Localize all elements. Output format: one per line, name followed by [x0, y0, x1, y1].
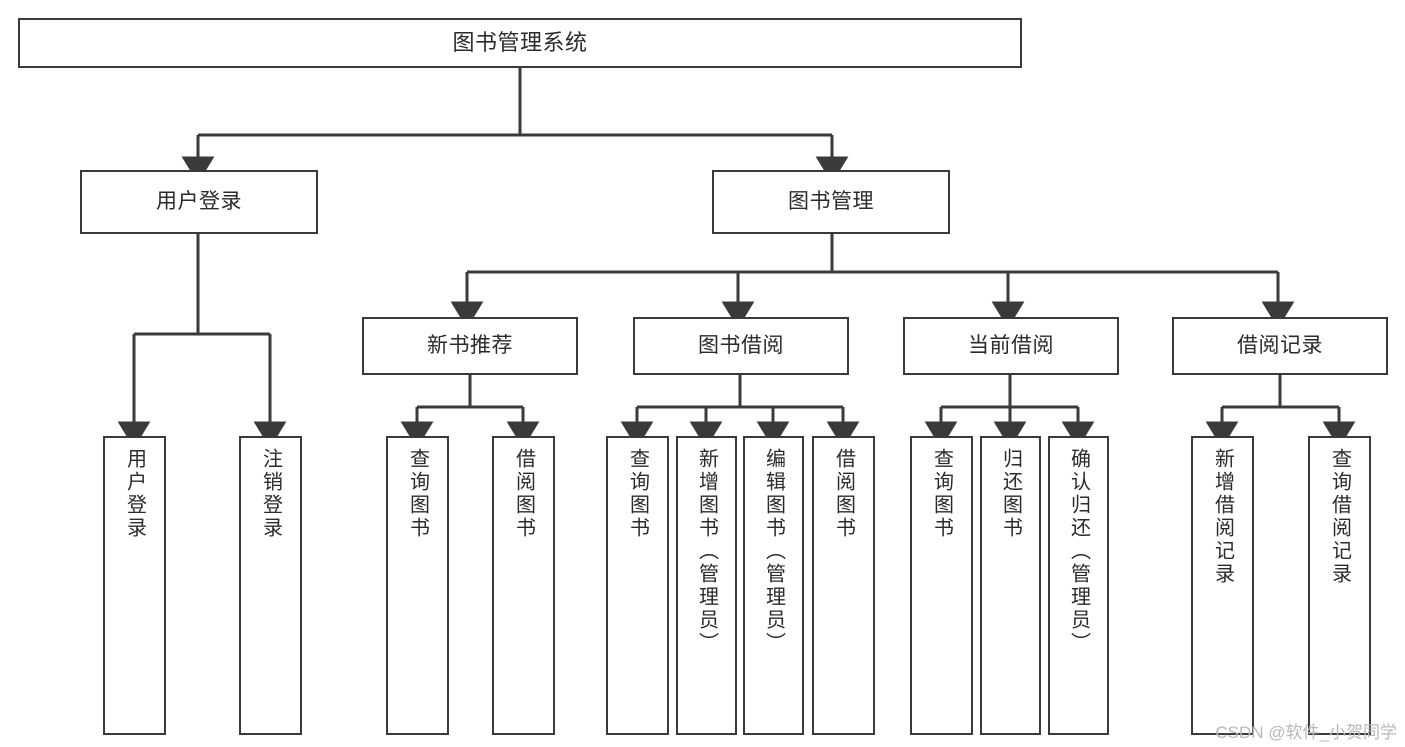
leaf-return-book[interactable]: 归还图书 — [980, 436, 1041, 735]
leaf-query-book-2[interactable]: 查询图书 — [606, 436, 669, 735]
node-root[interactable]: 图书管理系统 — [18, 18, 1022, 68]
node-borrow-record-label: 借阅记录 — [1237, 333, 1323, 357]
leaf-edit-book[interactable]: 编辑图书（管理员） — [743, 436, 804, 735]
leaf-user-login-label: 用户登录 — [123, 448, 146, 540]
leaf-query-book-1[interactable]: 查询图书 — [386, 436, 449, 735]
leaf-borrow-book-2[interactable]: 借阅图书 — [812, 436, 875, 735]
leaf-borrow-book-1[interactable]: 借阅图书 — [492, 436, 555, 735]
leaf-return-book-label: 归还图书 — [999, 448, 1022, 540]
leaf-edit-book-label: 编辑图书（管理员） — [762, 448, 785, 655]
node-user-login-label: 用户登录 — [156, 189, 242, 213]
leaf-query-record-label: 查询借阅记录 — [1328, 448, 1351, 586]
leaf-logout-label: 注销登录 — [259, 448, 282, 540]
node-book-borrow-label: 图书借阅 — [698, 333, 784, 357]
leaf-query-book-2-label: 查询图书 — [626, 448, 649, 540]
leaf-borrow-book-1-label: 借阅图书 — [512, 448, 535, 540]
node-current-borrow[interactable]: 当前借阅 — [903, 317, 1119, 375]
leaf-add-book[interactable]: 新增图书（管理员） — [676, 436, 737, 735]
leaf-query-record[interactable]: 查询借阅记录 — [1308, 436, 1371, 735]
leaf-query-book-1-label: 查询图书 — [406, 448, 429, 540]
leaf-logout[interactable]: 注销登录 — [239, 436, 302, 735]
leaf-add-record[interactable]: 新增借阅记录 — [1191, 436, 1254, 735]
node-current-borrow-label: 当前借阅 — [968, 333, 1054, 357]
leaf-borrow-book-2-label: 借阅图书 — [832, 448, 855, 540]
leaf-confirm-return[interactable]: 确认归还（管理员） — [1048, 436, 1109, 735]
node-book-borrow[interactable]: 图书借阅 — [633, 317, 849, 375]
csdn-watermark: CSDN @软件_小贺同学 — [1215, 723, 1397, 742]
node-new-book-recommend-label: 新书推荐 — [427, 333, 513, 357]
node-root-label: 图书管理系统 — [452, 30, 588, 56]
leaf-confirm-return-label: 确认归还（管理员） — [1067, 448, 1090, 655]
leaf-user-login[interactable]: 用户登录 — [103, 436, 166, 735]
node-book-manage[interactable]: 图书管理 — [712, 170, 950, 234]
leaf-add-record-label: 新增借阅记录 — [1211, 448, 1234, 586]
node-user-login[interactable]: 用户登录 — [80, 170, 318, 234]
node-borrow-record[interactable]: 借阅记录 — [1172, 317, 1388, 375]
node-book-manage-label: 图书管理 — [788, 189, 874, 213]
leaf-add-book-label: 新增图书（管理员） — [695, 448, 718, 655]
node-new-book-recommend[interactable]: 新书推荐 — [362, 317, 578, 375]
leaf-query-book-3-label: 查询图书 — [930, 448, 953, 540]
leaf-query-book-3[interactable]: 查询图书 — [910, 436, 973, 735]
